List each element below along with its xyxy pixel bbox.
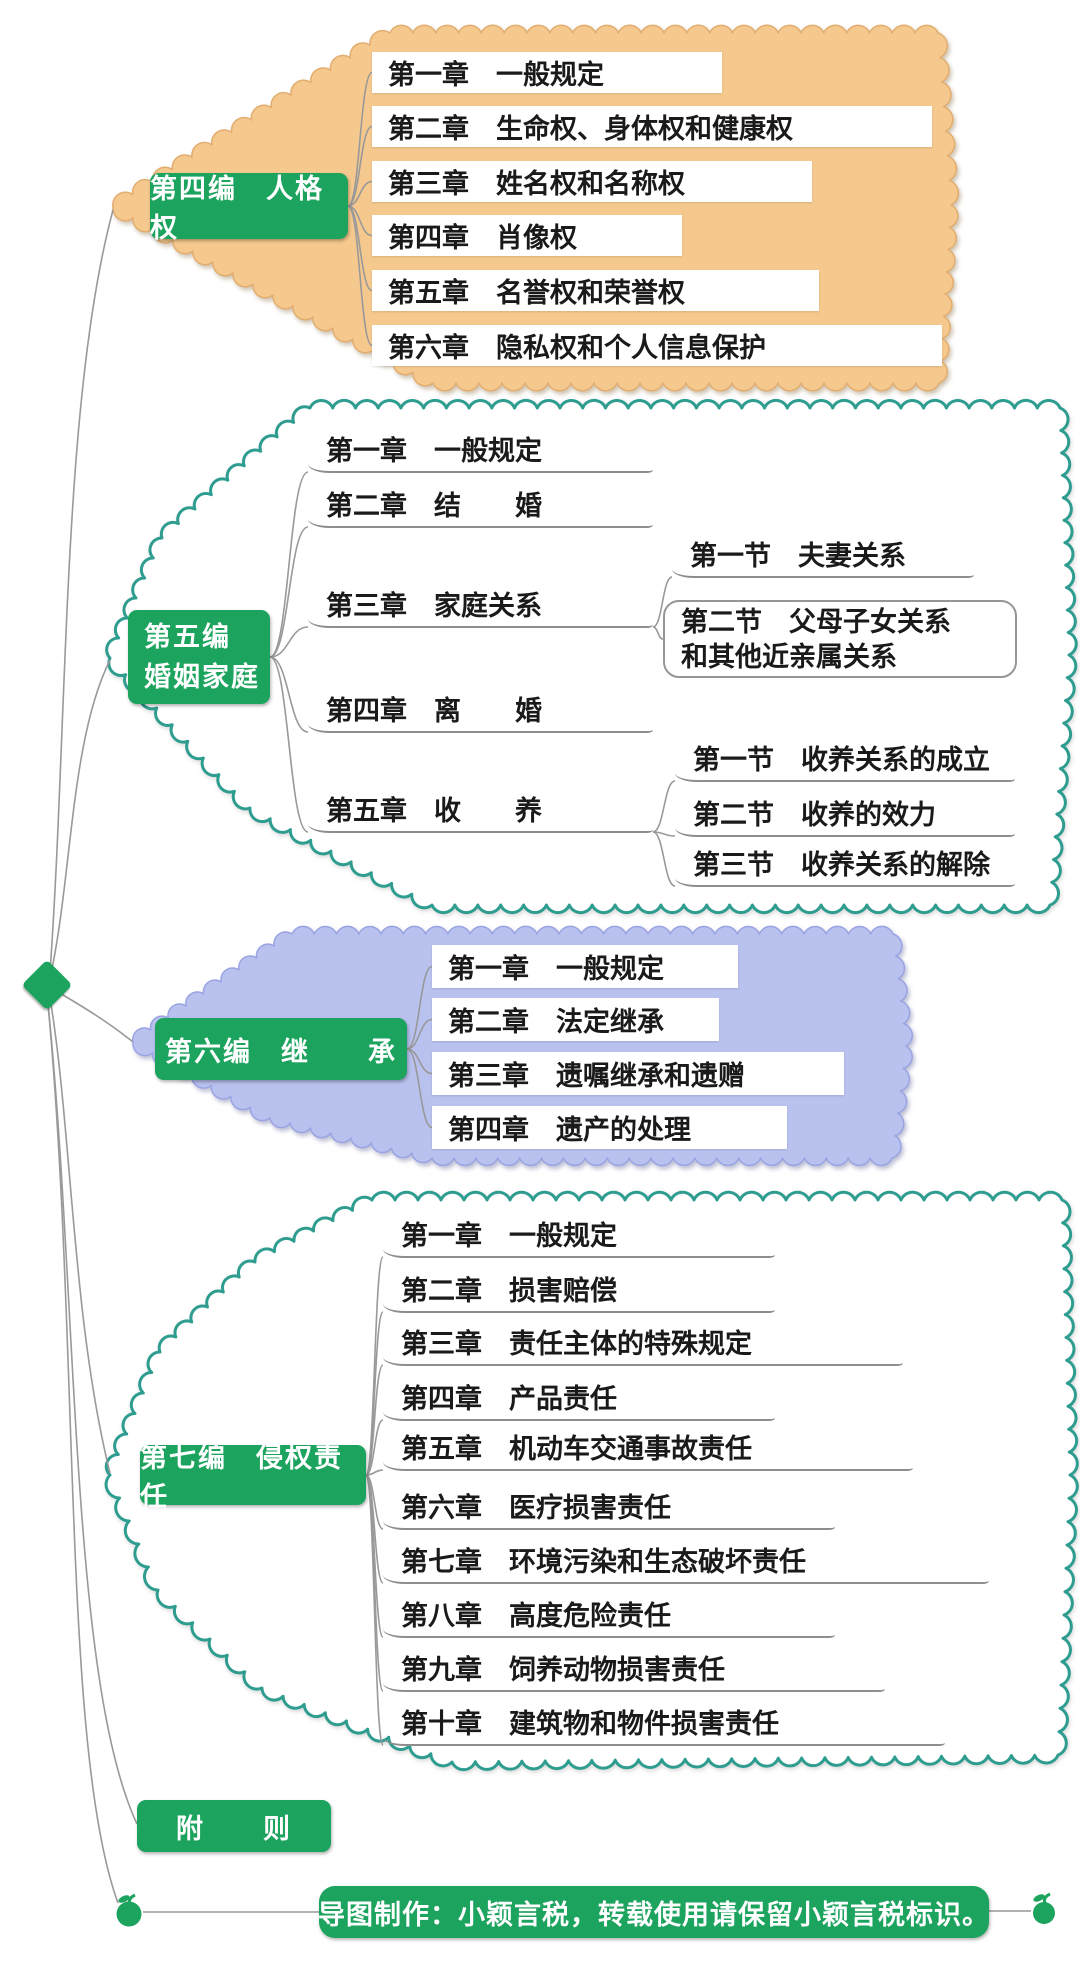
branch-node-part4[interactable]: 第四编 人格权 [150,173,348,243]
chapter-node[interactable]: 第二章 损害赔偿 [383,1275,775,1313]
connector-line [406,1048,433,1129]
chapter-node[interactable]: 第三章 责任主体的特殊规定 [383,1328,903,1366]
chapter-node[interactable]: 第三章 遗嘱继承和遗赠 [432,1052,844,1095]
connector-line [406,965,433,1050]
chapter-node[interactable]: 第五章 名誉权和荣誉权 [372,270,819,311]
apple-stem-icon [127,1893,136,1905]
chapter-node[interactable]: 第一章 一般规定 [432,945,738,988]
apple-icon [1033,1902,1055,1924]
connector-line [269,656,309,733]
chapter-node[interactable]: 第五章 收 养 [308,795,653,833]
section-node[interactable]: 第二节 父母子女关系 和其他近亲属关系 [663,600,1017,678]
apple-stem-icon [1042,1892,1051,1904]
connector-line [269,656,309,833]
root-connector-line [49,209,114,973]
appendix-node[interactable]: 附 则 [137,1800,331,1852]
section-node[interactable]: 第二节 收养的效力 [675,799,1015,837]
root-connector-line [49,997,111,1474]
root-connector-line [49,659,111,979]
cloud-part5 [105,398,1078,915]
chapter-node[interactable]: 第三章 姓名权和名称权 [372,161,812,202]
chapter-node[interactable]: 第九章 饲养动物损害责任 [383,1654,885,1692]
chapter-node[interactable]: 第七章 环境污染和生态破坏责任 [383,1546,989,1584]
branch-node-part5[interactable]: 第五编 婚姻家庭 [128,610,270,704]
chapter-node[interactable]: 第二章 法定继承 [432,998,719,1041]
chapter-node[interactable]: 第四章 肖像权 [372,215,682,256]
connector-line [347,205,373,347]
connector-line [347,180,373,207]
connector-line [652,626,664,640]
apple-icon [116,1901,142,1927]
footer-banner: 导图制作：小颖言税，转载使用请保留小颖言税标识。 [318,1886,989,1938]
apple-leaf-icon [1033,1894,1045,1902]
connector-line [652,831,676,887]
chapter-node[interactable]: 第二章 生命权、身体权和健康权 [372,106,932,147]
chapter-node[interactable]: 第一章 一般规定 [372,52,722,93]
chapter-node[interactable]: 第一章 一般规定 [308,435,653,473]
connector-line [347,71,373,207]
chapter-node[interactable]: 第四章 遗产的处理 [432,1106,787,1149]
chapter-node[interactable]: 第十章 建筑物和物件损害责任 [383,1708,945,1746]
branch-node-part6[interactable]: 第六编 继 承 [155,1018,407,1080]
chapter-node[interactable]: 第二章 结 婚 [308,490,653,528]
chapter-node[interactable]: 第六章 医疗损害责任 [383,1492,835,1530]
connector-line [652,780,676,833]
connector-line [652,576,673,628]
connector-line [365,1469,384,1476]
root-connector-line [57,991,134,1043]
connector-line [269,471,309,658]
chapter-node[interactable]: 第六章 隐私权和个人信息保护 [372,325,942,366]
root-connector-line [47,1003,138,1825]
connector-line [365,1364,384,1476]
section-node[interactable]: 第一节 夫妻关系 [672,540,974,578]
chapter-node[interactable]: 第三章 家庭关系 [308,590,653,628]
branch-node-part7[interactable]: 第七编 侵权责任 [140,1443,366,1512]
connector-line [347,125,373,207]
chapter-node[interactable]: 第五章 机动车交通事故责任 [383,1433,913,1471]
root-connector-line [47,1003,119,1904]
chapter-node[interactable]: 第四章 离 婚 [308,695,653,733]
apple-leaf-icon [118,1895,130,1903]
connector-line [365,1419,384,1476]
section-node[interactable]: 第一节 收养关系的成立 [675,744,1015,782]
section-node[interactable]: 第三节 收养关系的解除 [675,849,1015,887]
connector-line [269,526,309,658]
connector-line [406,1018,433,1050]
connector-line [365,1474,384,1746]
connector-line [269,626,309,658]
chapter-node[interactable]: 第八章 高度危险责任 [383,1600,835,1638]
chapter-node[interactable]: 第一章 一般规定 [383,1220,775,1258]
chapter-node[interactable]: 第四章 产品责任 [383,1383,775,1421]
